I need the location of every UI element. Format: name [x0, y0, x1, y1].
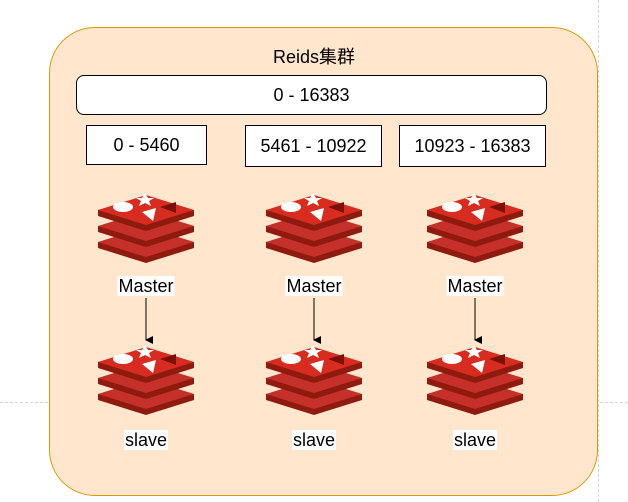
slave-label: slave: [452, 430, 498, 450]
master-label: Master: [285, 276, 343, 296]
shard-1-slot-range-label: 0 - 5460: [113, 134, 180, 155]
total-slot-range-box[interactable]: 0 - 16383: [76, 75, 547, 115]
master-label: Master: [117, 276, 175, 296]
canvas-guide-vertical: [598, 0, 599, 502]
slave-label: slave: [123, 430, 169, 450]
total-slot-range-label: 0 - 16383: [273, 84, 350, 105]
shard-3-slot-range-label: 10923 - 16383: [414, 135, 531, 156]
cluster-title: Reids集群: [272, 47, 356, 67]
shard-2-slot-range-box[interactable]: 5461 - 10922: [245, 125, 382, 167]
slave-label: slave: [291, 430, 337, 450]
shard-3-slot-range-box[interactable]: 10923 - 16383: [399, 125, 546, 167]
shard-2-slot-range-label: 5461 - 10922: [260, 135, 367, 156]
shard-1-slot-range-box[interactable]: 0 - 5460: [86, 125, 207, 165]
master-label: Master: [446, 276, 504, 296]
